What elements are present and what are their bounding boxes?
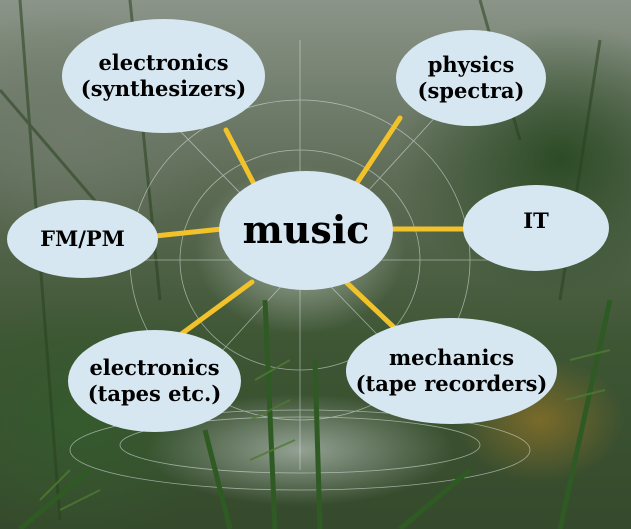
node-physics: physics (spectra) — [396, 30, 546, 126]
node-electronics-tapes: electronics (tapes etc.) — [68, 330, 241, 432]
node-mechanics: mechanics (tape recorders) — [346, 318, 557, 424]
node-electronics-synthesizers: electronics (synthesizers) — [62, 19, 265, 133]
node-electronics-tapes-line2: (tapes etc.) — [87, 381, 222, 406]
node-music: music — [219, 171, 393, 290]
connector-physics — [354, 115, 403, 186]
node-it: IT — [463, 185, 609, 271]
node-it-line1: IT — [523, 208, 549, 234]
connector-electronics-synthesizers — [223, 127, 258, 189]
node-electronics-tapes-line1: electronics — [89, 355, 220, 381]
connector-electronics-tapes — [177, 279, 255, 338]
node-physics-line1: physics — [427, 52, 515, 78]
connector-fm-pm — [152, 226, 225, 239]
node-mechanics-line1: mechanics — [388, 345, 515, 371]
node-music-label: music — [242, 207, 370, 253]
node-fm-pm-line1: FM/PM — [40, 226, 125, 252]
node-mechanics-line2: (tape recorders) — [355, 371, 548, 396]
node-fm-pm: FM/PM — [7, 200, 158, 278]
node-electronics-synthesizers-line1: electronics — [98, 50, 229, 76]
node-physics-line2: (spectra) — [417, 78, 525, 103]
node-electronics-synthesizers-line2: (synthesizers) — [80, 76, 247, 101]
